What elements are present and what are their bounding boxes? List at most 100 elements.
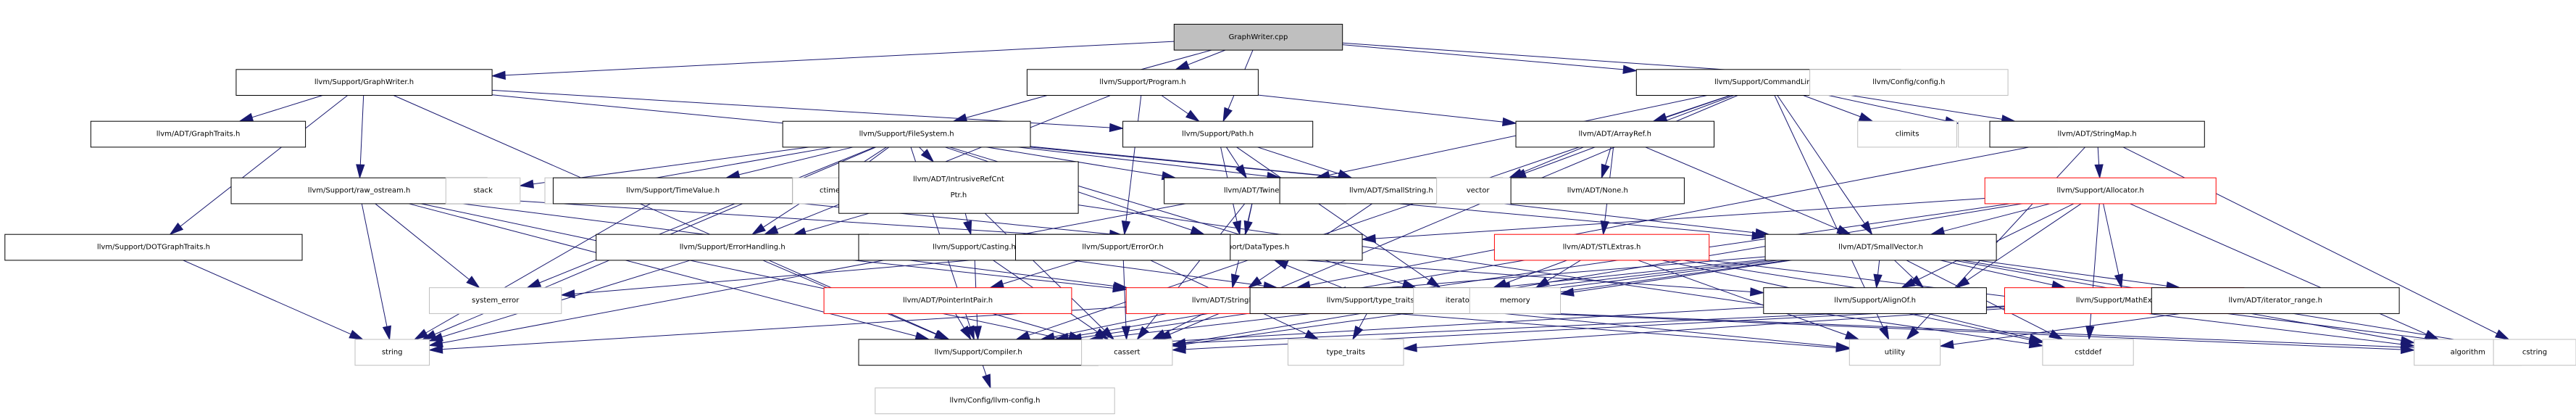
arrowhead-icon [952,113,968,123]
node-errorhandling-h[interactable]: llvm/Support/ErrorHandling.h [596,234,870,261]
node-box [782,120,1031,148]
node-root[interactable]: GraphWriter.cpp [1173,23,1343,51]
node-pointerintpair-h[interactable]: llvm/ADT/PointerIntPair.h [823,287,1072,314]
arrowhead-icon [1014,331,1030,340]
edge-compiler_h-to-llvm_config_h [982,365,991,389]
edge-path_h-to-iterator [1236,146,1441,289]
node-path-h[interactable]: llvm/Support/Path.h [1122,120,1314,148]
node-label: llvm/ADT/SmallString.h [1349,187,1433,195]
node-graphwriter-h[interactable]: llvm/Support/GraphWriter.h [235,69,493,96]
node-label: llvm/Support/AlignOf.h [1834,297,1916,305]
edge-intrusiverefcntptr_h-to-casting_h [963,213,972,236]
arrowhead-icon [1844,330,1860,340]
arrowhead-icon [1304,329,1320,340]
node-box [1015,234,1231,261]
arrowhead-icon [1910,275,1925,289]
node-box [1122,120,1314,148]
node-label: stack [473,187,493,195]
node-erroror-h[interactable]: llvm/Support/ErrorOr.h [1015,234,1231,261]
edge-raw_ostream_h-to-system_error [375,203,480,289]
node-timevalue-h[interactable]: llvm/Support/TimeValue.h [552,177,793,205]
arrowhead-icon [2114,273,2123,289]
arrowhead-icon [466,276,480,289]
arrowhead-icon [238,112,254,122]
node-box [875,387,1115,415]
edge-arrayref_h-to-vector [1508,146,1584,178]
arrowhead-icon [1112,284,1127,293]
node-label: llvm/Support/raw_ostream.h [308,187,411,195]
node-box [90,120,307,148]
node-alignof-h[interactable]: llvm/Support/AlignOf.h [1763,287,1987,314]
arrowhead-icon [1559,287,1575,297]
arrowhead-icon [491,70,506,80]
edge-root-to-commandline_h [1342,44,1638,75]
edge-program_h-to-path_h [1161,95,1201,123]
node-program-h[interactable]: llvm/Support/Program.h [1026,69,1259,96]
arrowhead-icon [959,325,972,341]
node-label: llvm/ADT/SmallVector.h [1838,244,1923,252]
node-label: llvm/ADT/None.h [1567,187,1628,195]
arrowhead-icon [1151,329,1167,340]
edge-layer [169,41,2510,389]
arrowhead-icon [382,325,391,341]
edge-erroror_h-to-cassert [1121,260,1131,341]
arrowhead-icon [1858,112,1874,122]
arrowhead-icon [356,164,365,179]
arrowhead-icon [560,289,575,299]
edge-filesystem_h-to-system_error [526,146,875,289]
arrowhead-icon [1190,226,1206,235]
edge-allocator_h-to-cstdlib [1955,203,2082,289]
edge-allocator_h-to-smallvector_h [1930,203,2051,236]
edge-smallvector_h-to-alignof_h [1873,260,1883,289]
edge-errorhandling_h-to-stringref_h [852,260,1127,293]
node-stringmap-h[interactable]: llvm/ADT/StringMap.h [1989,120,2205,148]
edge-root-to-graphwriter_h [491,41,1175,80]
arrowhead-icon [1121,220,1131,236]
node-box [1763,287,1987,314]
node-label: llvm/ADT/PointerIntPair.h [903,297,993,305]
edge-pointerintpair_h-to-compiler_h [955,313,972,341]
node-box [1173,23,1343,51]
node-graphtraits-h[interactable]: llvm/ADT/GraphTraits.h [90,120,307,148]
arrowhead-icon [1860,220,1873,236]
arrowhead-icon [1930,226,1946,236]
node-label: llvm/Support/DOTGraphTraits.h [97,244,210,252]
edge-filesystem_h-to-intrusiverefcntptr_h [919,146,935,163]
node-stlextras-h[interactable]: llvm/ADT/STLExtras.h [1493,234,1710,261]
edge-filesystem_h-to-timevalue_h [725,146,854,179]
node-label: llvm/Support/GraphWriter.h [314,78,414,86]
arrowhead-icon [428,332,443,342]
node-box [1764,234,1997,261]
node-label: ctime [820,187,840,195]
node-utility: utility [1848,339,1941,366]
node-label: llvm/Support/type_traits.h [1327,297,1421,305]
node-dotgraphtraits-h[interactable]: llvm/Support/DOTGraphTraits.h [4,234,303,261]
node-memory: memory [1469,287,1561,314]
arrowhead-icon [1652,112,1668,122]
node-filesystem-h[interactable]: llvm/Support/FileSystem.h [782,120,1031,148]
node-iterator-range-h[interactable]: llvm/ADT/iterator_range.h [2151,287,2400,314]
node-box [552,177,793,205]
node-label: cstddef [2075,348,2101,356]
edge-graphwriter_h-to-graphtraits_h [238,95,323,122]
arrowhead-icon [1230,273,1240,289]
node-vector: vector [1436,177,1520,205]
arrowhead-icon [1426,276,1441,289]
node-box [2042,339,2134,366]
edge-type_traits_h-to-type_traits [1352,313,1367,341]
node-label: llvm/Support/DataTypes.h [1196,244,1289,252]
edge-errorhandling_h-to-string [428,260,691,342]
edge-stringref_h-to-string [428,306,1127,354]
node-smallvector-h[interactable]: llvm/ADT/SmallVector.h [1764,234,1997,261]
node-arrayref-h[interactable]: llvm/ADT/ArrayRef.h [1515,120,1714,148]
node-box [596,234,870,261]
node-allocator-h[interactable]: llvm/Support/Allocator.h [1984,177,2217,205]
arrowhead-icon [920,149,935,163]
node-compiler-h[interactable]: llvm/Support/Compiler.h [858,339,1099,366]
node-none-h[interactable]: llvm/ADT/None.h [1510,177,1685,205]
arrowhead-icon [1501,117,1517,127]
arrowhead-icon [1247,276,1262,289]
arrowhead-icon [1174,60,1191,70]
